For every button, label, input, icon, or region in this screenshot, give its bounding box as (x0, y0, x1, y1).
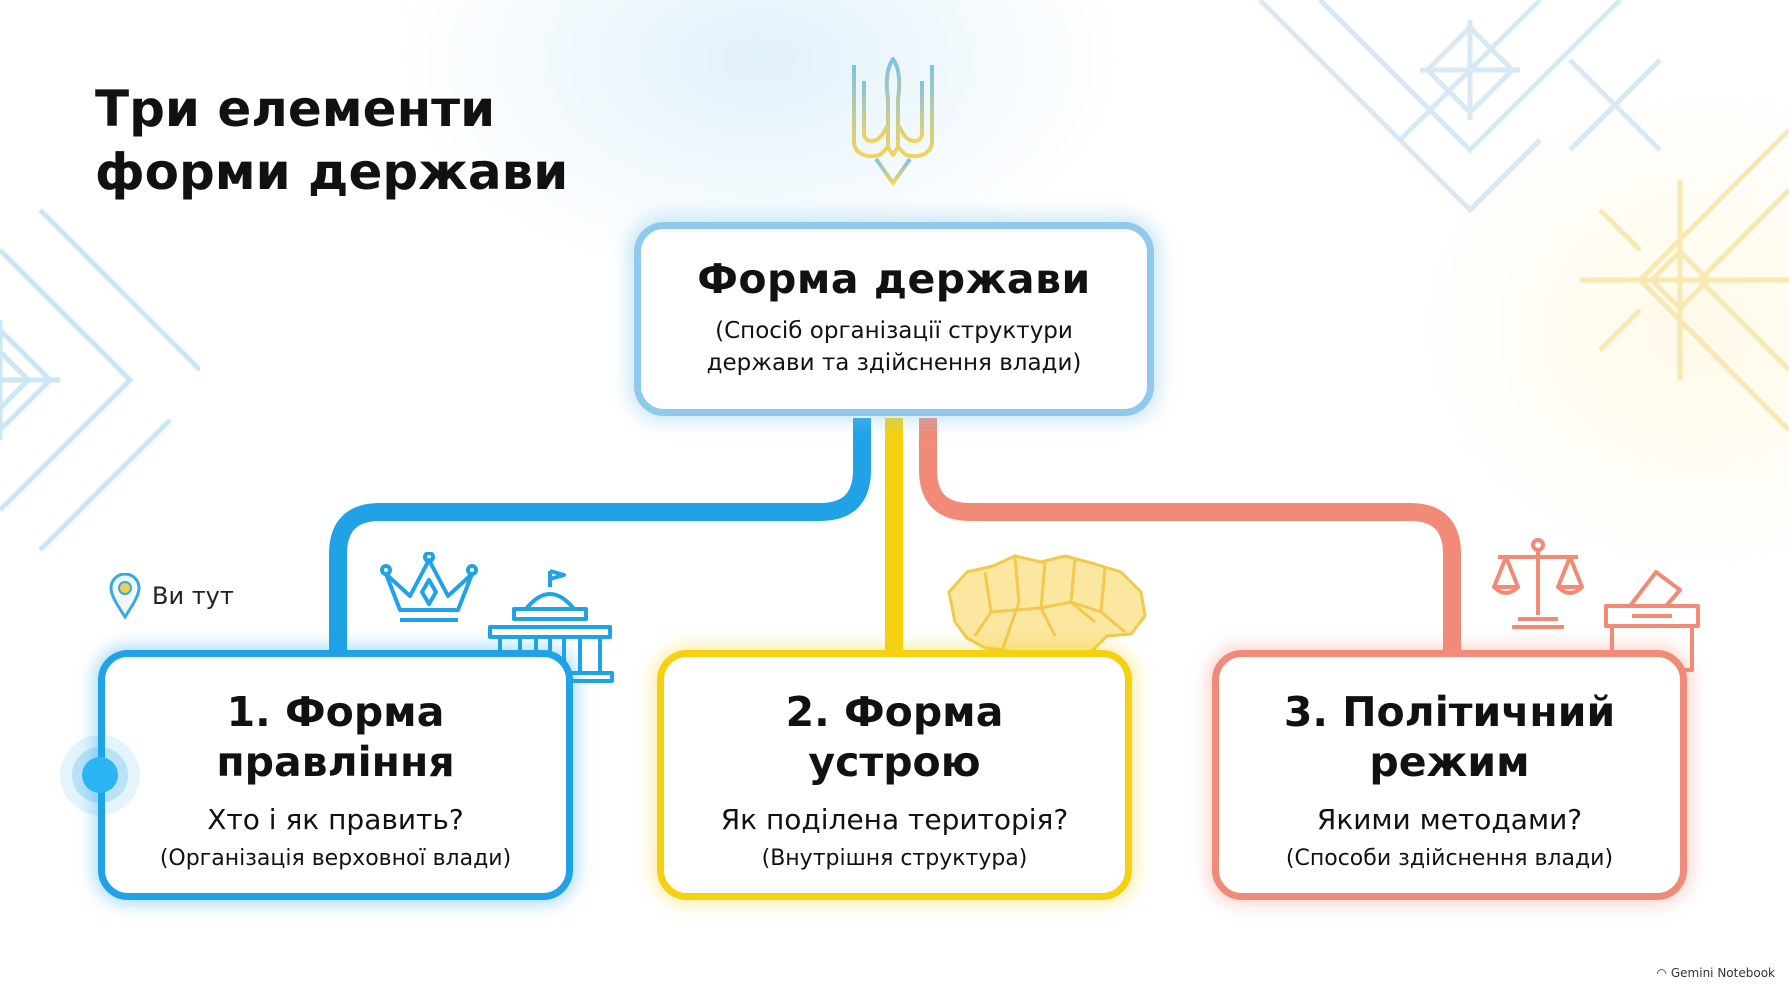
element-note: (Внутрішня структура) (761, 846, 1028, 871)
connector-blue (329, 418, 871, 652)
gemini-logo-icon: ◠ (1656, 966, 1667, 980)
element-form-of-territorial-structure: 2. Форма устрою Як поділена територія? (… (657, 650, 1132, 900)
root-node-subtitle: (Спосіб організації структури держави та… (706, 318, 1082, 376)
root-node-form-of-state: Форма держави (Спосіб організації структ… (634, 222, 1154, 416)
element-heading: 3. Політичний режим (1283, 688, 1616, 786)
element-heading: 2. Форма устрою (785, 688, 1004, 786)
element-political-regime: 3. Політичний режим Якими методами? (Спо… (1212, 650, 1687, 900)
location-pin-icon (109, 573, 141, 619)
element-question: Як поділена територія? (720, 803, 1069, 836)
current-position-dot (60, 735, 140, 815)
embroidery-ornament-icon (1258, 0, 1662, 214)
you-are-here-label: Ви тут (152, 582, 234, 610)
element-form-of-government: 1. Форма правління Хто і як править? (Ор… (98, 650, 573, 900)
watermark-label: Gemini Notebook (1670, 966, 1775, 980)
crown-icon (380, 552, 478, 622)
trident-icon (852, 57, 934, 185)
root-node-heading: Форма держави (697, 255, 1091, 303)
element-question: Хто і як править? (207, 803, 464, 836)
page-title: Три елементи форми держави (95, 80, 569, 201)
embroidery-ornament-icon (1580, 128, 1789, 432)
watermark: ◠ Gemini Notebook (1656, 966, 1775, 980)
element-heading: 1. Форма правління (216, 688, 455, 786)
ukraine-map-icon (947, 554, 1147, 694)
embroidery-ornament-icon (0, 208, 200, 552)
scales-icon (1492, 538, 1584, 629)
element-note: (Способи здійснення влади) (1285, 846, 1614, 871)
you-are-here-marker: Ви тут (108, 573, 234, 619)
element-note: (Організація верховної влади) (159, 846, 512, 871)
connector-coral (919, 418, 1461, 652)
element-question: Якими методами? (1316, 803, 1583, 836)
